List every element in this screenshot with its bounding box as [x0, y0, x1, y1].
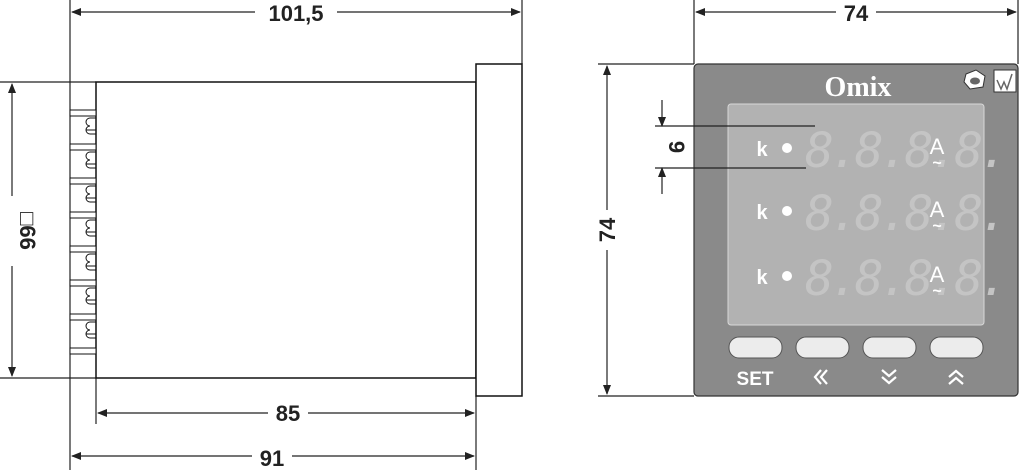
display-row: k 8.8.8.8.A~	[756, 123, 1008, 179]
indicator-led	[782, 206, 792, 216]
display-window	[727, 103, 985, 326]
panel-button-double-chevron-down[interactable]	[862, 336, 917, 385]
double-chevron-left-icon	[813, 369, 828, 385]
terminal	[69, 109, 97, 135]
ac-symbol: ~	[932, 283, 941, 300]
brand-logo: Omix	[825, 72, 892, 103]
display-row: k 8.8.8.8.A~	[756, 251, 1008, 307]
terminal-end	[69, 347, 97, 355]
seven-segment-digits: 8.8.8.8.	[805, 123, 1004, 179]
dim-digit-height: 9	[664, 141, 689, 153]
dim-front-height: 74	[595, 217, 620, 242]
panel-button-double-chevron-left[interactable]	[795, 336, 850, 385]
panel-button-double-chevron-up[interactable]	[929, 336, 984, 385]
housing-body	[95, 81, 477, 379]
button-key[interactable]	[929, 336, 984, 359]
display-row: k 8.8.8.8.A~	[756, 186, 1008, 242]
panel-button-set[interactable]: SET	[728, 336, 783, 390]
terminal	[69, 279, 97, 305]
terminal	[69, 143, 97, 169]
dim-side-height: □66	[15, 212, 40, 250]
double-chevron-down-icon	[881, 369, 897, 385]
button-key[interactable]	[728, 336, 783, 359]
unit-label: A	[930, 197, 945, 222]
button-key[interactable]	[795, 336, 850, 359]
prefix-label: k	[756, 267, 768, 289]
certification-icon	[963, 69, 1017, 93]
terminal-block	[69, 109, 97, 355]
prefix-label: k	[756, 202, 768, 224]
seven-segment-digits: 8.8.8.8.	[805, 186, 1004, 242]
unit-label: A	[930, 262, 945, 287]
button-key[interactable]	[862, 336, 917, 359]
terminal	[69, 211, 97, 237]
double-chevron-up-icon	[948, 369, 964, 385]
button-label: SET	[737, 369, 774, 390]
unit-label: A	[930, 134, 945, 159]
dim-front-width: 74	[844, 1, 869, 26]
dim-overall-length: 101,5	[268, 1, 323, 26]
seven-segment-digits: 8.8.8.8.	[805, 251, 1004, 307]
dim-body-length: 85	[276, 401, 300, 426]
front-flange	[475, 63, 523, 397]
ac-symbol: ~	[932, 218, 941, 235]
dim-depth: 91	[260, 446, 284, 470]
terminal	[69, 177, 97, 203]
terminal	[69, 313, 97, 339]
terminal	[69, 245, 97, 271]
side-view: 101,5 □66 85 91	[0, 0, 523, 470]
indicator-led	[782, 143, 792, 153]
ac-symbol: ~	[932, 155, 941, 172]
indicator-led	[782, 271, 792, 281]
prefix-label: k	[756, 139, 768, 161]
